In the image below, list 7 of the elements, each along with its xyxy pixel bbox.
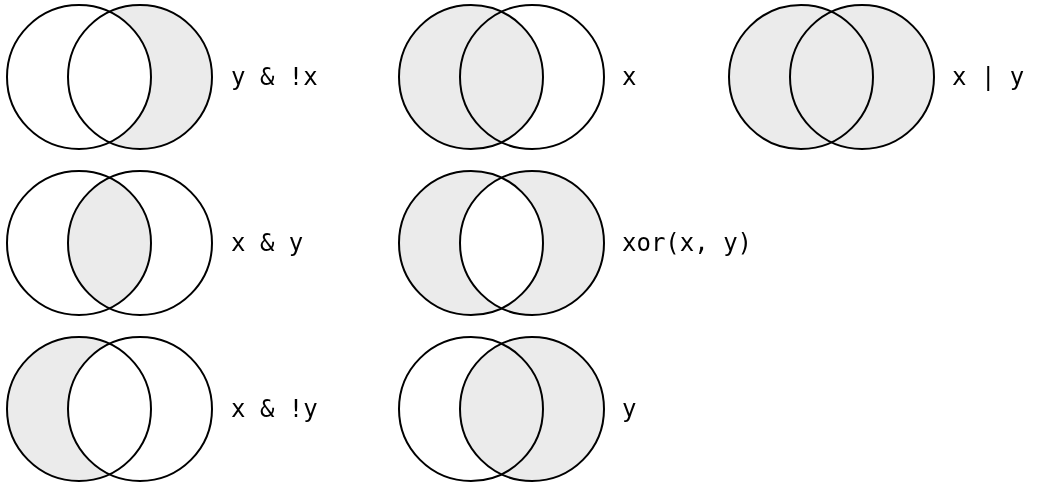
operator-label: x | y [952,63,1025,91]
operator-label: y & !x [231,63,318,91]
operator-label: x & y [231,229,304,257]
operator-label: y [622,395,637,423]
operator-label: x [622,63,637,91]
operator-label: xor(x, y) [622,229,753,257]
operator-label: x & !y [231,395,318,423]
